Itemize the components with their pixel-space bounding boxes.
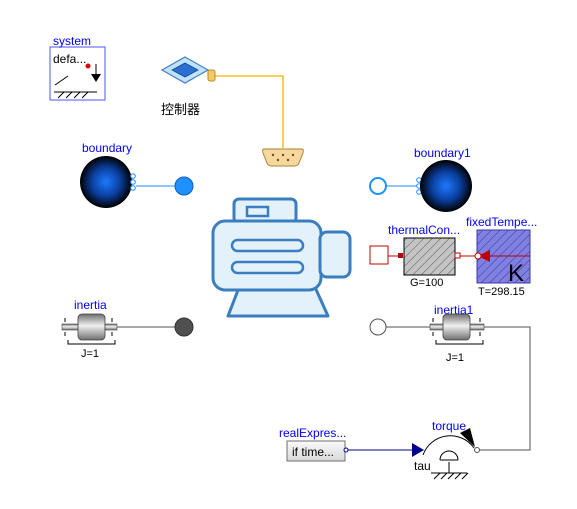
motor-body-icon <box>211 219 323 292</box>
inertia-shaft-left-icon <box>61 323 80 331</box>
controller-output-port[interactable] <box>207 69 216 82</box>
serial-connector-pins-icon <box>271 153 295 162</box>
fixed-temperature-block[interactable]: fixedTempe... K T=298.15 <box>466 215 537 298</box>
gravity-arrow-icon <box>91 74 101 82</box>
inertia1-block[interactable]: inertia1 J=1 <box>369 303 485 364</box>
motor-shaft-end-icon <box>318 230 352 279</box>
inertia-shaft-right-icon <box>103 323 118 331</box>
real-expression-value: if time... <box>292 445 334 459</box>
inertia-flange-port[interactable] <box>174 317 194 337</box>
boundary1-port-rings-icon <box>416 177 422 195</box>
controller-chip-core-icon <box>171 62 199 78</box>
inertia-name: inertia <box>74 298 107 312</box>
inertia-param: J=1 <box>81 348 99 360</box>
motor-terminal-slot-icon <box>245 205 270 218</box>
system-name: system <box>53 34 91 48</box>
system-point-icon <box>85 63 91 69</box>
inertia1-mass-icon <box>442 313 471 341</box>
system-block[interactable]: system defa... <box>49 34 106 101</box>
torque-support-icon <box>431 459 467 474</box>
real-expression-name: realExpres... <box>279 426 346 440</box>
controller-name: 控制器 <box>161 102 200 117</box>
inertia1-name: inertia1 <box>434 303 474 317</box>
torque-input-label: tau <box>414 459 431 473</box>
motor-fin-top-icon <box>230 238 305 253</box>
thermal-conductor-port-mark-icon <box>398 253 403 258</box>
boundary1-sphere-icon <box>420 160 472 212</box>
torque-block[interactable]: torque tau <box>412 419 480 480</box>
boundary1-name: boundary1 <box>414 146 471 160</box>
boundary1-fluid-port[interactable] <box>369 177 387 195</box>
thermal-conductor-output-port[interactable] <box>454 252 461 259</box>
controller-signal-wire[interactable] <box>214 75 284 148</box>
torque-flange-port[interactable] <box>474 447 480 453</box>
torque-arc-icon <box>422 435 475 456</box>
system-ground-hatch-icon <box>57 91 89 99</box>
fixed-temperature-param: T=298.15 <box>478 286 525 298</box>
system-ground-slope-icon <box>54 75 97 93</box>
boundary-block[interactable]: boundary <box>80 141 194 208</box>
inertia-block[interactable]: inertia J=1 <box>61 298 194 360</box>
controller-block[interactable]: 控制器 <box>160 56 216 117</box>
thermal-conductor-input-port[interactable] <box>369 245 389 265</box>
thermal-conductor-body-icon <box>403 237 456 276</box>
inertia1-shaft-right-icon <box>468 323 485 331</box>
serial-connector-icon[interactable] <box>262 148 304 167</box>
inertia1-param: J=1 <box>446 352 464 364</box>
thermal-conductor-block[interactable]: thermalCon... G=100 <box>369 223 461 289</box>
boundary1-block[interactable]: boundary1 <box>369 146 472 212</box>
fixed-temperature-port[interactable] <box>474 252 482 260</box>
thermal-conductor-name: thermalCon... <box>388 223 460 237</box>
real-expression-block[interactable]: realExpres... if time... <box>279 426 349 462</box>
torque-arc-head-icon <box>460 428 475 447</box>
fixed-temperature-arrow-icon <box>478 250 490 262</box>
torque-shaft-wire[interactable] <box>478 326 531 451</box>
inertia-bracket-icon <box>67 340 116 345</box>
inertia-mass-icon <box>77 313 106 341</box>
torque-input-port[interactable] <box>412 443 424 457</box>
inertia1-bracket-icon <box>435 340 484 345</box>
motor-icon[interactable] <box>211 197 352 318</box>
motor-feet-icon <box>226 284 330 318</box>
fixed-temperature-unit-glyph: K <box>508 260 524 287</box>
boundary-sphere-icon <box>80 156 132 208</box>
torque-support-arc-icon <box>439 450 459 461</box>
torque-name: torque <box>432 419 466 433</box>
inertia1-flange-port[interactable] <box>369 318 387 336</box>
motor-fin-bottom-icon <box>230 260 305 275</box>
system-value: defa... <box>53 52 86 66</box>
boundary-port-rings-icon <box>130 173 136 191</box>
boundary-fluid-port[interactable] <box>174 176 194 196</box>
fixed-temperature-name: fixedTempe... <box>466 215 537 229</box>
boundary-name: boundary <box>82 141 132 155</box>
torque-support-hatch-icon <box>433 472 469 480</box>
real-expression-output-port[interactable] <box>343 447 349 453</box>
thermal-conductor-param: G=100 <box>410 277 443 289</box>
